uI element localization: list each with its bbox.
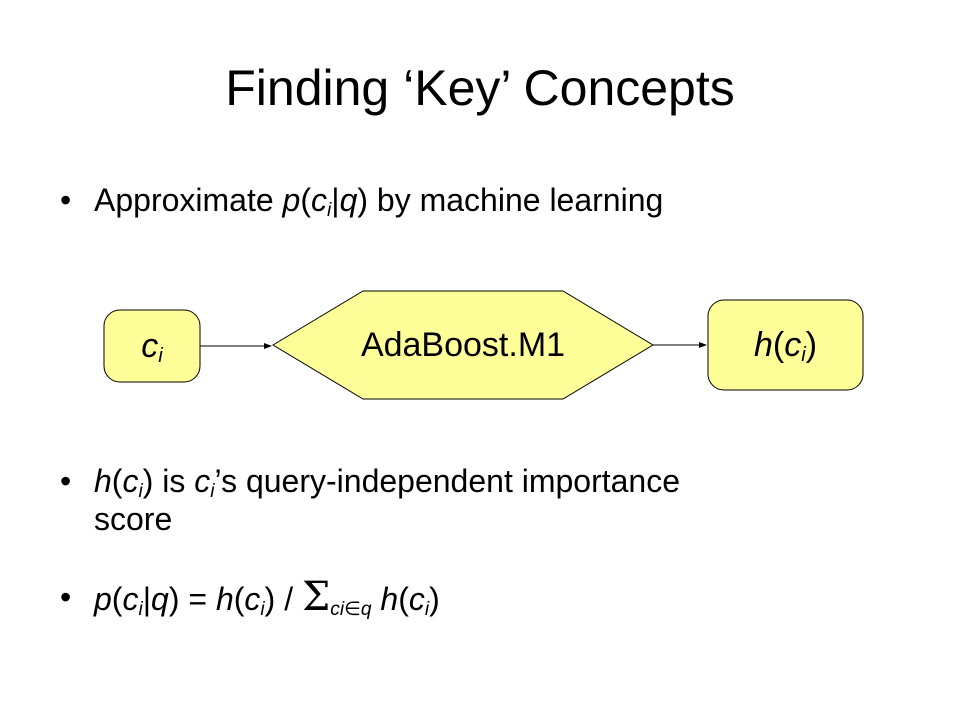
bullet-text: p(ci|q) = h(ci) / Σci∈q h(ci) xyxy=(94,577,440,620)
text-run: c xyxy=(194,463,211,499)
text-run: i xyxy=(260,598,265,620)
text-run: ( xyxy=(300,182,311,218)
output-node-label: h(ci) xyxy=(708,325,863,365)
text-run: h xyxy=(753,326,773,364)
text-run: i xyxy=(424,598,430,620)
input-node-label: ci xyxy=(104,326,200,366)
bullet-marker: • xyxy=(60,182,72,218)
text-run: | xyxy=(331,182,340,218)
text-run: i xyxy=(801,344,806,367)
text-run: q xyxy=(339,182,358,218)
text-run: Approximate xyxy=(94,182,283,218)
text-run: c xyxy=(310,182,327,218)
text-run: i xyxy=(326,199,332,221)
text-run: ) is xyxy=(142,463,195,499)
text-run: q xyxy=(151,581,169,617)
text-run: i xyxy=(210,480,215,502)
text-run: c xyxy=(244,581,261,617)
text-run: i xyxy=(138,598,143,620)
bullet-marker: • xyxy=(60,579,72,615)
output-node xyxy=(707,299,864,391)
bullet-text: Approximate p(ci|q) by machine learning xyxy=(94,181,664,221)
text-run: ( xyxy=(233,581,245,617)
text-run: c xyxy=(122,581,139,617)
text-run: ( xyxy=(111,581,123,617)
text-run: h xyxy=(94,463,112,499)
slide-title: Finding ‘Key’ Concepts xyxy=(225,60,735,116)
text-run: i xyxy=(158,345,163,368)
text-run: ) = xyxy=(168,581,216,617)
bullet-text-line2: score xyxy=(94,501,173,537)
text-run: ) by machine learning xyxy=(357,182,664,218)
text-run: c xyxy=(141,327,159,365)
text-run: ci∈q xyxy=(330,598,372,620)
text-run: p xyxy=(282,182,301,218)
text-run: ’s query-independent importance xyxy=(214,463,681,499)
text-run: h xyxy=(215,581,234,617)
text-run: ) xyxy=(429,581,440,617)
text-run: c xyxy=(122,463,139,499)
text-run: c xyxy=(408,581,425,617)
text-run: c xyxy=(784,326,802,364)
text-run: i xyxy=(138,480,143,502)
text-run: h xyxy=(380,581,399,617)
text-run: ) xyxy=(805,326,818,364)
bullet-marker: • xyxy=(60,463,72,499)
bullet-approximate: • Approximate p(ci|q) by machine learnin… xyxy=(60,181,900,221)
text-run: ( xyxy=(772,326,785,364)
bullet-importance: • h(ci) is ci’s query-independent import… xyxy=(60,462,900,542)
bullet-text: h(ci) is ci’s query-independent importan… xyxy=(94,462,681,502)
bullet-formula: • p(ci|q) = h(ci) / Σci∈q h(ci) xyxy=(60,577,900,622)
text-run: ( xyxy=(398,581,409,617)
process-node-label: AdaBoost.M1 xyxy=(360,326,566,364)
sigma-symbol: Σ xyxy=(302,574,331,620)
text-run: p xyxy=(94,581,112,617)
text-run: ( xyxy=(111,463,123,499)
text-run: ) / xyxy=(264,581,302,617)
text-run: | xyxy=(142,581,152,617)
